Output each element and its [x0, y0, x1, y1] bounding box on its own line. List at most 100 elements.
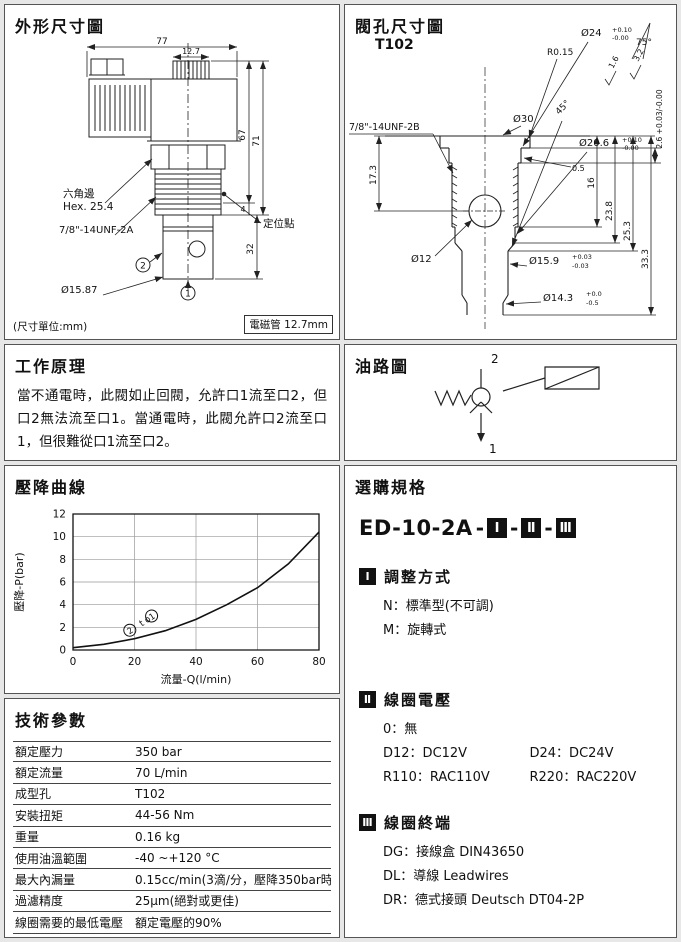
working-principle-panel: 工作原理 當不通電時，此閥如止回閥，允許口1流至口2，但口2無法流至口1。當通電… — [4, 344, 340, 461]
section-2-heading: Ⅱ 線圈電壓 — [359, 689, 676, 710]
table-row: 線圈需要的最低電壓額定電壓的90% — [13, 912, 331, 934]
x-axis-label: 流量-Q(l/min) — [161, 672, 232, 686]
cavity-thread-label: 7/8"-14UNF-2B — [349, 122, 420, 133]
principle-panel-title: 工作原理 — [15, 357, 88, 376]
x-tick-label: 80 — [312, 656, 325, 668]
dim-25-3: 25.3 — [623, 221, 633, 241]
ordering-panel-title: 選購規格 — [355, 478, 428, 497]
option-cell — [530, 718, 677, 742]
dim-33-3: 33.3 — [641, 249, 651, 269]
plot-border — [73, 514, 319, 650]
dim-r015: R0.15 — [547, 48, 573, 58]
param-label: 重量 — [15, 830, 40, 845]
dim-angle-45: 45° — [554, 99, 572, 117]
cavity-dimension-panel: 閥孔尺寸圖 T102 — [344, 4, 677, 340]
section-1-heading: Ⅰ 調整方式 — [359, 566, 676, 587]
port2-number: 2 — [140, 262, 146, 272]
param-label: 安裝扭矩 — [15, 808, 64, 823]
y-tick-label: 2 — [59, 622, 66, 634]
dim-label-77: 77 — [156, 37, 167, 47]
option-cell: R110：RAC110V — [383, 770, 490, 785]
param-value: 25µm(絕對或更佳) — [135, 894, 239, 909]
dim-d206-tol-minus: -0.00 — [622, 144, 639, 152]
model-prefix: ED-10-2A — [359, 516, 473, 540]
thread-ticks — [452, 167, 518, 226]
locating-point-label: 定位點 — [263, 217, 295, 230]
y-tick-label: 10 — [53, 531, 66, 543]
option-line: 0：無 — [383, 718, 676, 742]
ordering-spec-panel: 選購規格 ED-10-2A - Ⅰ - Ⅱ - Ⅲ Ⅰ 調整方式 N：標準型(不… — [344, 465, 677, 938]
cavity-leader-lines — [349, 23, 650, 307]
port1-number: 1 — [185, 290, 191, 300]
circuit-panel-title: 油路圖 — [355, 357, 410, 376]
option-cell — [530, 595, 677, 619]
dim-d143: Ø14.3 — [543, 292, 573, 304]
outline-drawing: 77 12.7 67 71 4 32 六角邊 Hex. 25.4 7/8"-14… — [59, 37, 295, 335]
dim-d206-tol-plus: +0.10 — [622, 136, 642, 144]
dim-angle-75: 75° — [636, 38, 652, 48]
tube-note: 電磁管 12.7mm — [244, 315, 333, 334]
thread-label: 7/8"-14UNF-2A — [59, 225, 134, 236]
option-cell: M：旋轉式 — [383, 623, 447, 638]
port2-marker: 2 — [136, 258, 150, 272]
section-2-title: 線圈電壓 — [384, 691, 453, 709]
dim-d143-tol-plus: +0.0 — [586, 290, 602, 298]
model-code-line: ED-10-2A - Ⅰ - Ⅱ - Ⅲ — [359, 516, 676, 540]
cavity-panel-title: 閥孔尺寸圖 — [355, 17, 446, 36]
dim-d159-tol-plus: +0.03 — [572, 253, 592, 261]
dim-0-5: 0.5 — [572, 164, 585, 173]
model-separator: - — [510, 516, 519, 540]
option-line: M：旋轉式 — [383, 619, 676, 643]
dimension-lines — [87, 44, 269, 279]
dim-d30: Ø30 — [513, 113, 534, 125]
dim-depth-2-6: 2.6 +0.03/-0.00 — [655, 89, 664, 148]
option-line: DR：德式接頭 Deutsch DT04-2P — [383, 889, 676, 913]
curve-line — [73, 532, 319, 648]
series-label-char: t — [138, 619, 147, 630]
model-code-box-3: Ⅲ — [555, 518, 576, 538]
x-tick-label: 20 — [128, 656, 141, 668]
circuit-symbol — [435, 367, 599, 442]
y-tick-label: 4 — [59, 599, 66, 611]
hex-label-cn: 六角邊 — [63, 187, 95, 200]
param-value: 0.15cc/min(3滴/分，壓降350bar時) — [135, 873, 331, 888]
dim-d24-tol-plus: +0.10 — [612, 26, 632, 34]
dim-17-3: 17.3 — [369, 165, 379, 185]
circuit-port-2: 2 — [491, 352, 499, 366]
option-cell: N：標準型(不可調) — [383, 599, 494, 614]
y-tick-label: 0 — [59, 645, 66, 657]
dim-label-71: 71 — [252, 135, 262, 146]
y-axis-label: 壓降-P(bar) — [12, 552, 26, 611]
param-value: 70 L/min — [135, 765, 188, 780]
params-panel-title: 技術參數 — [15, 711, 88, 730]
option-cell: DL：導線 Leadwires — [383, 869, 509, 884]
valve-body-outline — [89, 59, 241, 279]
series-label-digit: 1 — [147, 612, 157, 623]
nose-diameter-label: Ø15.87 — [61, 284, 98, 296]
cavity-dimension-lines — [376, 136, 658, 315]
option-cell — [530, 841, 677, 865]
outline-panel-title: 外形尺寸圖 — [15, 17, 106, 36]
circuit-drawing: 2 1 — [345, 352, 676, 456]
param-label: 使用油溫範圍 — [15, 851, 88, 866]
locating-dot — [221, 191, 227, 197]
table-row: 使用油溫範圍-40 ~+120 °C — [13, 848, 331, 870]
dim-d12: Ø12 — [411, 253, 432, 265]
section-3-numeral: Ⅲ — [359, 814, 376, 831]
option-cell: D24：DC24V — [529, 746, 614, 761]
dim-d159: Ø15.9 — [529, 255, 559, 267]
model-code-box-1: Ⅰ — [487, 518, 507, 538]
option-line: DL：導線 Leadwires — [383, 865, 676, 889]
y-tick-label: 8 — [59, 554, 66, 566]
section-3-heading: Ⅲ 線圈終端 — [359, 812, 676, 833]
